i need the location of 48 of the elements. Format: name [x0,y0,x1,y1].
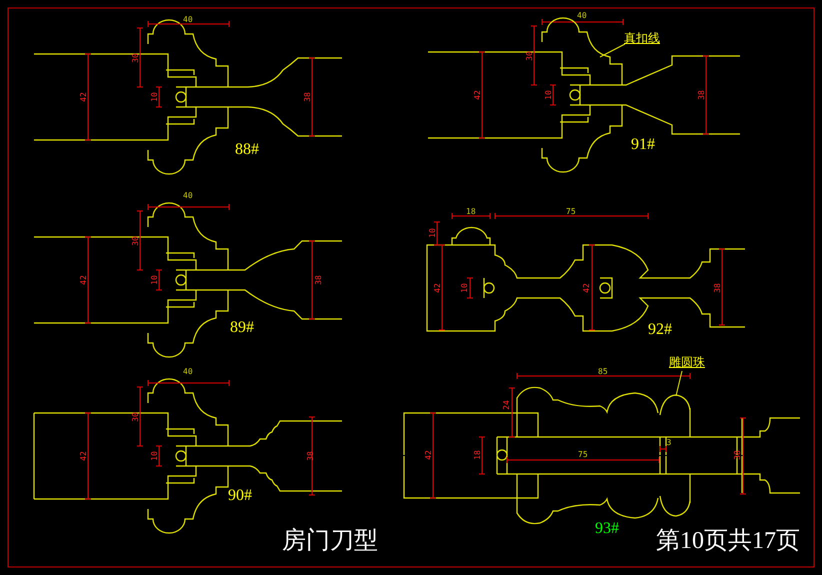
dimension-label: 42 [80,451,88,461]
dimension-label: 75 [566,208,576,216]
dimension-label: 18 [466,208,476,216]
dimension-label: 40 [577,12,587,20]
dimension-label: 42 [80,92,88,102]
bead-molding [659,394,691,416]
dimension-label: 24 [502,400,511,410]
dimension-label: 40 [183,192,193,200]
molding-profile [541,17,623,85]
dimension-label: 38 [698,90,706,100]
dimension-label: 40 [183,16,193,24]
dimension-label: 38 [306,451,315,461]
dimension-label: 75 [578,451,588,459]
profile-code: 92# [648,322,672,338]
dimension-label: 85 [598,368,608,376]
drawing-title: 房门刀型 [282,529,378,553]
dimension-label: 42 [582,283,591,293]
profile-code: 90# [228,488,252,504]
dimension-label: 10 [150,92,159,102]
dimension-label: 10 [428,228,437,238]
dimension-label: 40 [183,368,193,376]
profile-code: 91# [631,137,655,153]
profile-code: 93# [595,521,619,537]
dimension-label: 42 [434,283,442,293]
dimension-label: 38 [314,275,323,285]
dimension-label: 10 [460,283,469,293]
page-number: 第10页共17页 [656,529,800,553]
leader-line [600,44,626,58]
dimension-label: 18 [474,450,482,460]
dimension-label: 38 [304,92,312,102]
dimension-label: 38 [734,450,742,460]
dimension-label: 30 [526,51,534,61]
dimension-label: 30 [132,53,140,63]
dimension-label: 42 [80,275,88,285]
dimension-label: 30 [132,236,140,246]
dimension-label: 10 [150,275,159,285]
dimension-label: 10 [544,90,553,100]
dimension-label: 30 [132,412,140,422]
dimension-label: 10 [150,451,159,461]
profile-code: 88# [235,142,259,158]
dimension-label: 42 [474,90,482,100]
profile-code: 89# [230,320,254,336]
dimension-label: 42 [424,450,433,460]
callout-label: 真扣线 [624,32,660,44]
leader-line [676,370,682,396]
dimension-label: 38 [714,283,722,293]
dimension-label: 3 [666,439,672,447]
callout-label: 雕圆珠 [669,356,705,368]
